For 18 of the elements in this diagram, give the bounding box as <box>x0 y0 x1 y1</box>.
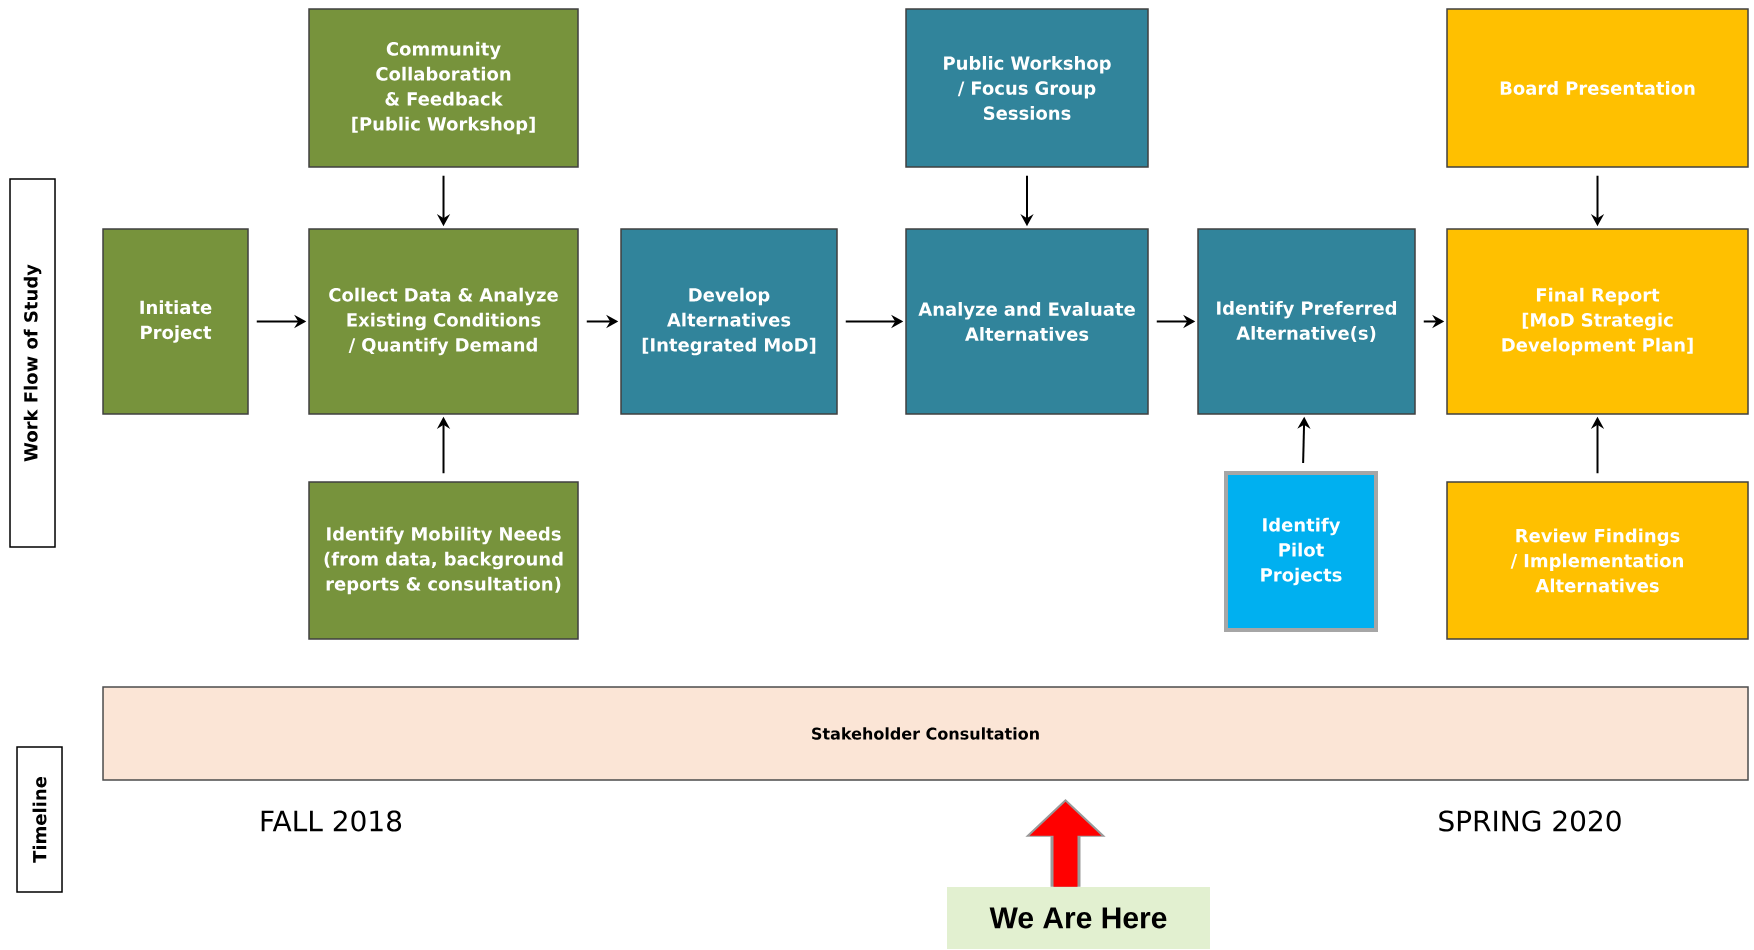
process-box: Identify Mobility Needs (from data, background reports & consultation) <box>308 481 579 640</box>
timeline-label: SPRING 2020 <box>1439 810 1621 832</box>
process-box: Public Workshop / Focus Group Sessions <box>905 8 1149 168</box>
process-box: Initiate Project <box>102 228 249 415</box>
process-box: Review Findings / Implementation Alternatives <box>1446 481 1749 640</box>
process-box: Board Presentation <box>1446 8 1749 168</box>
process-box: Identify Preferred Alternative(s) <box>1197 228 1416 415</box>
timeline-label: FALL 2018 <box>261 810 402 832</box>
consultation-band: Stakeholder Consultation <box>102 686 1749 781</box>
process-box: Community Collaboration & Feedback [Public Workshop] <box>308 8 579 168</box>
process-box: Collect Data & Analyze Existing Conditions / Quantify Demand <box>308 228 579 415</box>
location-marker-box: We Are Here <box>947 887 1210 949</box>
side-label-box: Work Flow of Study <box>9 178 56 548</box>
process-box: Analyze and Evaluate Alternatives <box>905 228 1149 415</box>
process-box: Develop Alternatives [Integrated MoD] <box>620 228 838 415</box>
side-label-box: Timeline <box>16 746 63 893</box>
process-box: Identify Pilot Projects <box>1224 471 1378 632</box>
process-box: Final Report [MoD Strategic Development Plan] <box>1446 228 1749 415</box>
